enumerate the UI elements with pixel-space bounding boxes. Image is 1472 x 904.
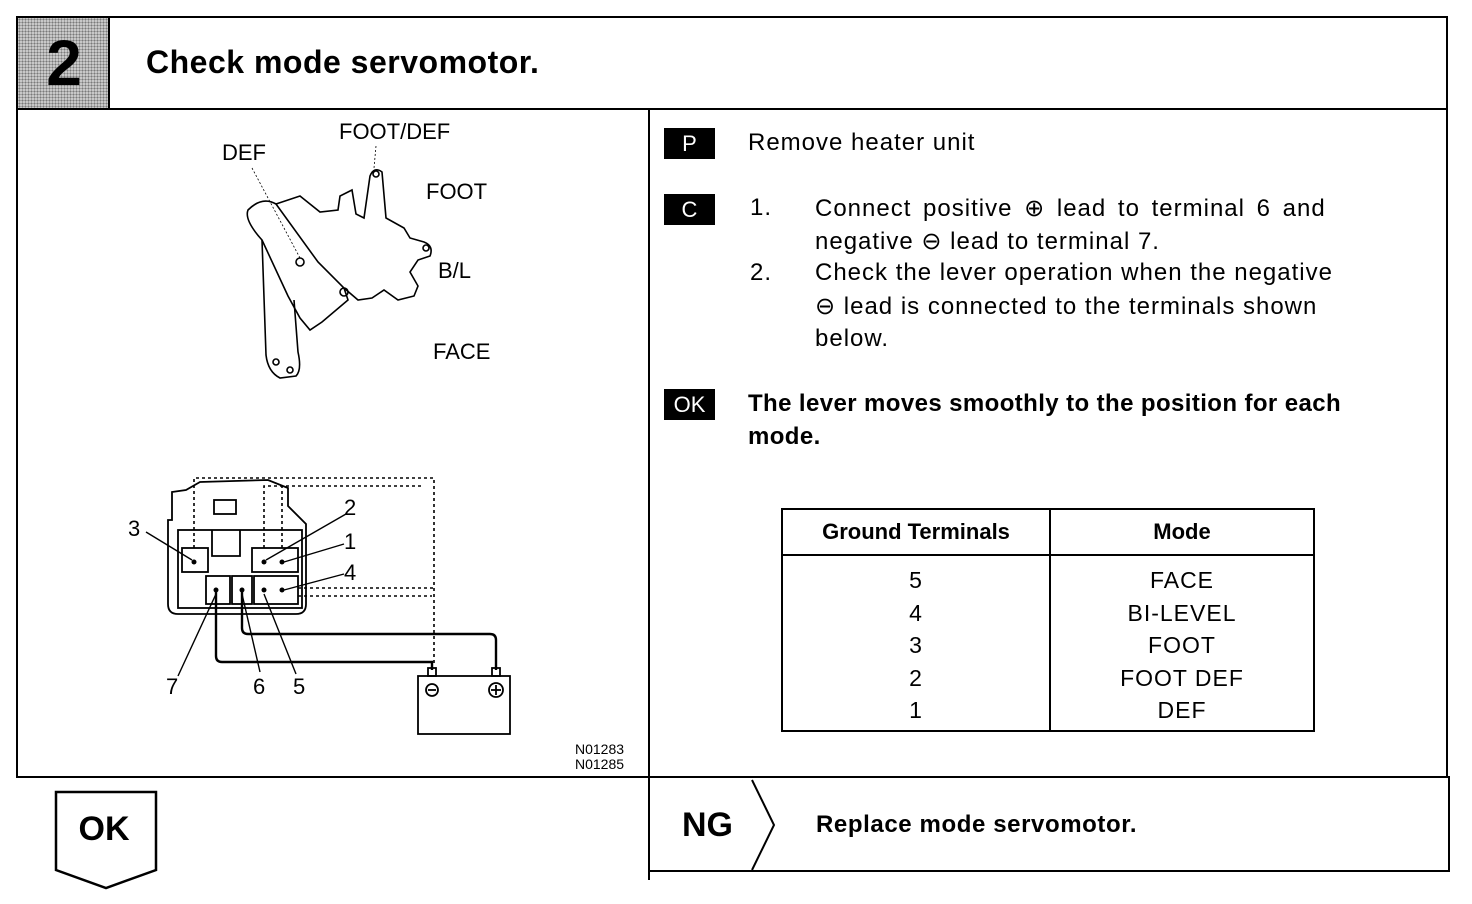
prep-badge: P	[664, 128, 715, 159]
terminal-label-5: 5	[293, 674, 305, 699]
servomotor-diagram: DEF FOOT/DEF FOOT B/L FACE	[128, 119, 511, 735]
check-badge: C	[664, 194, 715, 225]
table-cell-terminal: 1	[909, 697, 923, 723]
step-2-number: 2.	[750, 259, 773, 286]
label-foot-def: FOOT/DEF	[339, 119, 450, 144]
table-cell-terminal: 3	[909, 632, 923, 658]
table-cell-terminal: 5	[909, 567, 923, 593]
step-1-line-1: Connect positive ⊕ lead to terminal 6 an…	[815, 195, 1326, 222]
ok-criteria-line-1: The lever moves smoothly to the position…	[748, 390, 1342, 417]
connector-drawing	[167, 479, 307, 615]
ok-criteria-line-2: mode.	[748, 423, 821, 450]
step-title: Check mode servomotor.	[146, 44, 540, 80]
terminal-label-7: 7	[166, 674, 178, 699]
figure-code-1: N01283	[575, 741, 625, 757]
table-cell-mode: DEF	[1157, 697, 1207, 723]
figure-code-2: N01285	[575, 756, 625, 772]
ng-result-label: NG	[682, 806, 733, 844]
mode-table: Ground Terminals Mode 5 4 3 2 1 FACE BI-…	[781, 508, 1315, 732]
terminal-label-1: 1	[344, 529, 356, 554]
terminal-leaders	[145, 513, 347, 677]
prep-text: Remove heater unit	[748, 129, 976, 156]
column-divider	[648, 108, 650, 880]
ok-criteria-badge: OK	[664, 389, 715, 420]
table-cell-terminal: 2	[909, 664, 923, 691]
table-cell-mode: FACE	[1149, 567, 1215, 593]
ok-result-label: OK	[78, 810, 130, 848]
step-header	[16, 16, 1448, 110]
connector-dashed-wires	[193, 477, 435, 664]
step-1-line-2: negative ⊖ lead to terminal 7.	[815, 228, 1160, 255]
terminal-label-2: 2	[344, 495, 356, 520]
battery-icon	[417, 667, 511, 735]
ng-chevron	[751, 779, 776, 871]
table-header-ground-terminals: Ground Terminals	[781, 508, 1051, 556]
step-2-line-2: ⊖ lead is connected to the terminals sho…	[815, 293, 1318, 320]
terminal-label-4: 4	[344, 560, 356, 585]
table-cell-mode: FOOT	[1148, 632, 1216, 658]
ng-result-box	[648, 776, 1450, 872]
ng-result-text: Replace mode servomotor.	[816, 811, 1138, 838]
step-2-line-3: below.	[815, 325, 890, 352]
lever-assembly-drawing	[246, 168, 432, 379]
battery-leads	[214, 590, 498, 670]
table-cell-mode: FOOT DEF	[1120, 664, 1244, 691]
step-number: 2	[46, 27, 82, 99]
table-cell-mode: BI-LEVEL	[1127, 599, 1237, 626]
modes-column: FACE BI-LEVEL FOOT FOOT DEF DEF	[1049, 555, 1315, 731]
label-def: DEF	[222, 140, 266, 165]
step-frame	[16, 16, 1448, 778]
step-2-line-1: Check the lever operation when the negat…	[815, 259, 1333, 286]
label-foot: FOOT	[426, 179, 487, 204]
lever-leader-lines	[251, 145, 377, 259]
terminals-column: 5 4 3 2 1	[781, 555, 1051, 731]
label-face: FACE	[433, 339, 490, 364]
step-number-box	[18, 18, 110, 108]
step-1-number: 1.	[750, 194, 773, 221]
terminal-label-3: 3	[128, 516, 140, 541]
terminal-dots	[191, 559, 285, 593]
terminal-label-6: 6	[253, 674, 265, 699]
ok-result-arrow	[54, 790, 158, 890]
table-cell-terminal: 4	[909, 599, 923, 626]
table-header-mode: Mode	[1049, 508, 1315, 556]
label-bl: B/L	[438, 258, 471, 283]
